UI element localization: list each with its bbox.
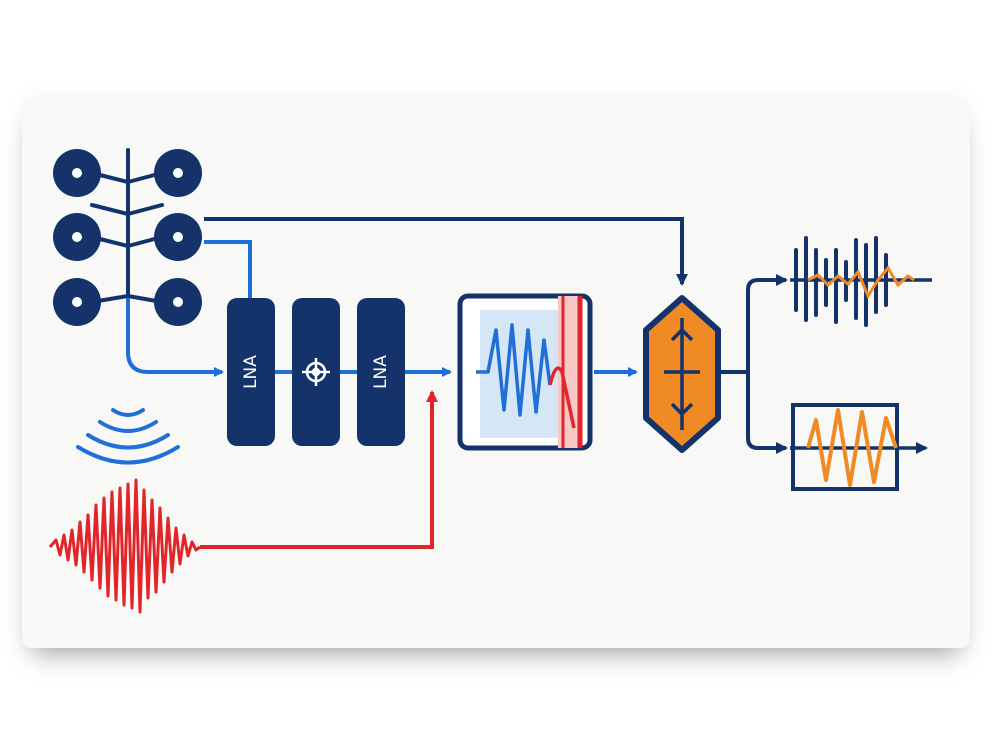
bypass-line xyxy=(204,217,688,286)
boxed-waveform-icon xyxy=(790,403,928,491)
feed-lines xyxy=(126,240,638,377)
noise-burst-icon xyxy=(48,478,201,614)
output-routing xyxy=(718,274,788,454)
lna-2-label: LNA xyxy=(371,355,391,389)
noise-injection-line xyxy=(200,390,438,549)
antenna-array-icon xyxy=(53,148,202,326)
wireless-signal-icon xyxy=(76,408,180,465)
lna-block-2: LNA xyxy=(357,298,405,446)
pulse-waveform-icon xyxy=(790,236,932,327)
lna-1-label: LNA xyxy=(241,355,261,389)
filter-display-icon xyxy=(457,293,593,451)
mixer-block xyxy=(292,298,340,446)
hexagon-splitter-icon xyxy=(643,295,721,453)
crosshair-icon xyxy=(302,358,330,386)
lna-block-1: LNA xyxy=(227,298,275,446)
